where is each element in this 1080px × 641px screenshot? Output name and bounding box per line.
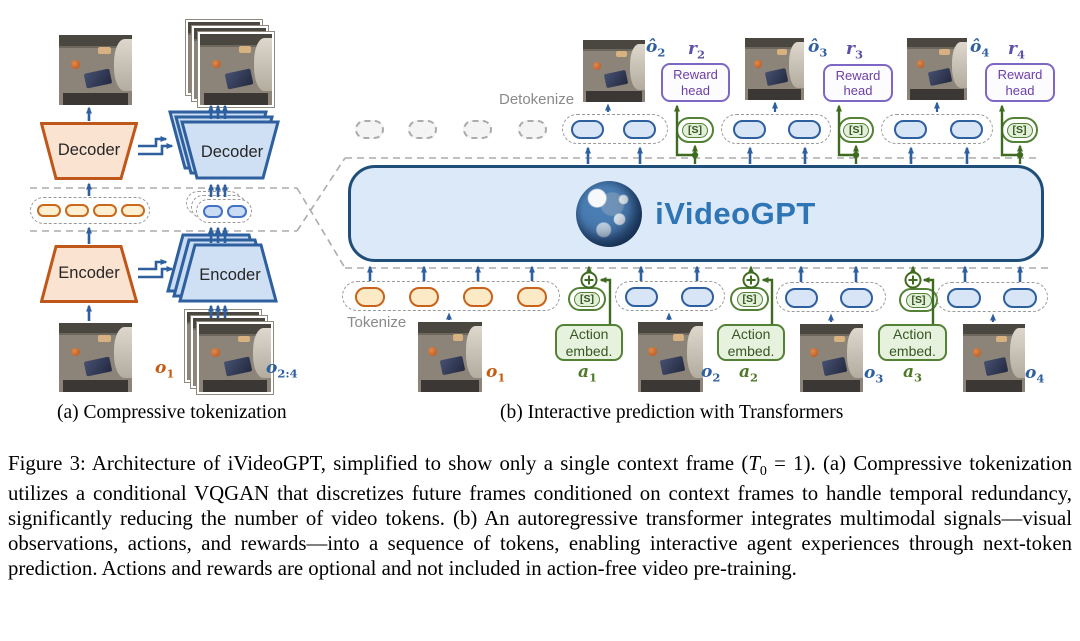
transformer-box: iVideoGPT <box>348 165 1044 262</box>
context-token-pill <box>121 204 145 217</box>
output-token-pill <box>571 120 604 139</box>
context-observation-image <box>59 323 132 392</box>
context-token-pill <box>93 204 117 217</box>
input-token-group-4 <box>936 282 1048 312</box>
slot-token-group: [S] <box>838 117 874 143</box>
slot-token-group: [S] <box>730 287 769 311</box>
input-obs-label-4: o4 <box>1025 363 1045 386</box>
reward-label-4: r4 <box>1008 39 1025 62</box>
slot-token: [S] <box>736 291 763 307</box>
input-token-pill <box>947 288 981 308</box>
placeholder-token-pill <box>463 120 492 139</box>
context-token-pill <box>37 204 61 217</box>
input-observation-image-4 <box>963 324 1025 392</box>
context-encoder-shape <box>40 245 138 303</box>
slot-token-group: [S] <box>568 287 606 311</box>
panel-b-caption: (b) Interactive prediction with Transfor… <box>500 402 844 423</box>
action-label-3: a3 <box>903 362 923 385</box>
placeholder-token-pill <box>408 120 437 139</box>
reward-label-2: r2 <box>688 39 705 62</box>
context-encoder-label: Encoder <box>58 264 120 282</box>
model-name: iVideoGPT <box>655 195 816 231</box>
future-token-pill <box>227 205 247 218</box>
slot-token-group: [S] <box>1001 117 1038 143</box>
slot-token: [S] <box>682 122 708 138</box>
slot-token: [S] <box>905 292 932 308</box>
panel-b-output-arrows <box>585 146 970 164</box>
input-token-group-1 <box>342 281 560 311</box>
predicted-obs-label-4: ô4 <box>970 37 990 60</box>
panel-b-input-arrows <box>367 265 1023 282</box>
output-token-pill <box>733 120 766 139</box>
input-token-pill <box>625 287 658 307</box>
output-token-group-3 <box>721 114 831 144</box>
input-token-pill <box>355 287 385 307</box>
action-label-1: a1 <box>578 362 598 385</box>
green-junction-dots <box>691 151 1024 159</box>
input-token-group-2 <box>615 281 725 311</box>
input-obs-label-1: o1 <box>486 362 506 385</box>
input-token-pill <box>1003 288 1037 308</box>
context-decoder-shape <box>40 122 138 180</box>
reward-label-3: r3 <box>846 39 863 62</box>
slot-token: [S] <box>1006 122 1033 138</box>
input-obs-label-2: o2 <box>701 362 721 385</box>
predicted-observation-image-2 <box>583 40 645 102</box>
slot-token-group: [S] <box>676 117 714 143</box>
placeholder-token-pill <box>518 120 547 139</box>
input-observation-image-3 <box>800 324 863 392</box>
output-token-pill <box>623 120 656 139</box>
input-token-pill <box>517 287 547 307</box>
placeholder-token-pill <box>355 120 384 139</box>
output-token-pill <box>788 120 821 139</box>
input-token-pill <box>681 287 714 307</box>
action-label-2: a2 <box>739 362 759 385</box>
future-decoder-stack-shape <box>168 110 280 180</box>
input-token-pill <box>463 287 493 307</box>
input-token-group-3 <box>776 282 886 312</box>
future-obs-label: o2:4 <box>266 358 298 381</box>
future-decoder-label: Decoder <box>200 143 264 161</box>
future-encoder-label: Encoder <box>199 266 261 284</box>
slot-token: [S] <box>574 291 600 307</box>
slot-token-group: [S] <box>899 288 938 312</box>
output-token-group-4 <box>881 114 993 144</box>
earth-icon <box>576 180 643 247</box>
predicted-observation-image-3 <box>745 38 804 100</box>
input-obs-label-3: o3 <box>864 363 884 386</box>
detokenize-label: Detokenize <box>499 91 575 108</box>
future-token-pill <box>203 205 223 218</box>
input-token-pill <box>840 288 873 308</box>
future-observation-image-front <box>196 321 274 395</box>
decoded-context-image <box>59 35 132 105</box>
panel-a-caption: (a) Compressive tokenization <box>57 402 287 423</box>
predicted-obs-label-3: ô3 <box>808 37 828 60</box>
input-token-pill <box>409 287 439 307</box>
slot-token: [S] <box>843 122 869 138</box>
context-token-pill <box>65 204 89 217</box>
figure-caption: Figure 3: Architecture of iVideoGPT, sim… <box>8 452 1072 581</box>
input-observation-image-2 <box>638 322 703 392</box>
output-token-group-2 <box>562 114 668 144</box>
predicted-obs-label-2: ô2 <box>646 37 666 60</box>
context-obs-label: o1 <box>155 358 175 381</box>
input-observation-image-1 <box>418 322 482 392</box>
predicted-observation-image-4 <box>907 38 967 100</box>
future-encoder-stack-shape <box>166 233 278 303</box>
output-token-pill <box>950 120 983 139</box>
input-token-pill <box>785 288 818 308</box>
decoded-future-image-front <box>197 31 275 108</box>
context-decoder-label: Decoder <box>57 141 121 159</box>
output-token-pill <box>894 120 927 139</box>
tokenize-label: Tokenize <box>347 314 407 331</box>
